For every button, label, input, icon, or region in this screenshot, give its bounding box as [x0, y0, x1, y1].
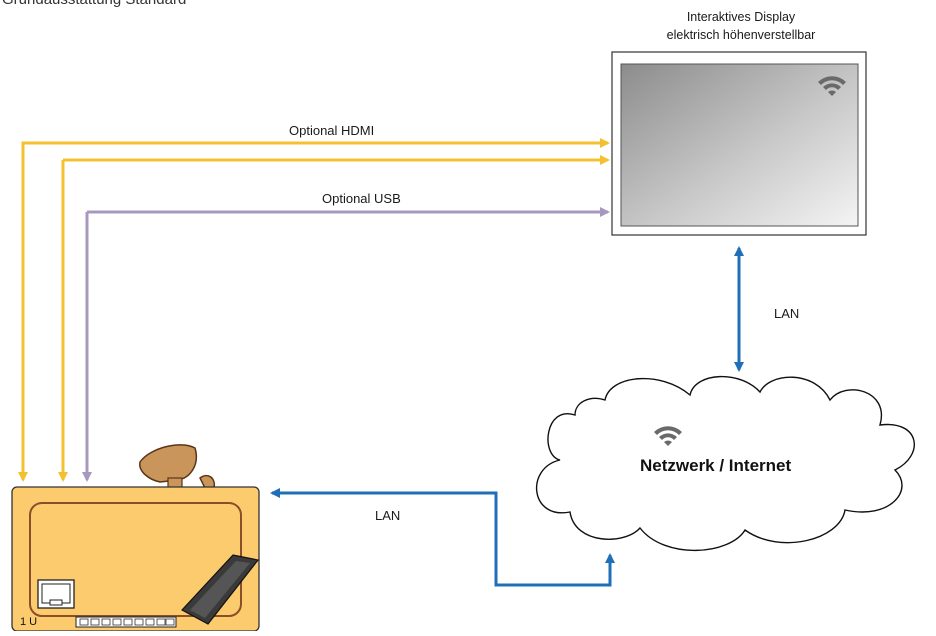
diagram-title: Grundausstattung Standard — [2, 0, 186, 8]
display-caption-line1: Interaktives Display — [686, 10, 796, 24]
lan-connection-desk — [270, 488, 615, 587]
usb-label: Optional USB — [322, 191, 401, 206]
hdmi-connection-2 — [58, 155, 610, 482]
wifi-icon — [654, 426, 682, 446]
lan-bottom-label: LAN — [375, 508, 401, 523]
cloud-label: Netzwerk / Internet — [640, 456, 792, 475]
wifi-icon — [818, 76, 846, 96]
lan-top-label: LAN — [774, 306, 800, 321]
display-caption-line2: elektrisch höhenverstellbar — [666, 28, 816, 42]
rack-label: 1 U — [20, 616, 38, 628]
usb-connection — [82, 207, 610, 482]
teacher-desk-icon — [11, 444, 260, 632]
hdmi-connection-1 — [18, 138, 610, 482]
hdmi-label: Optional HDMI — [289, 123, 375, 138]
display-caption: Interaktives Display elektrisch höhenver… — [612, 8, 870, 44]
